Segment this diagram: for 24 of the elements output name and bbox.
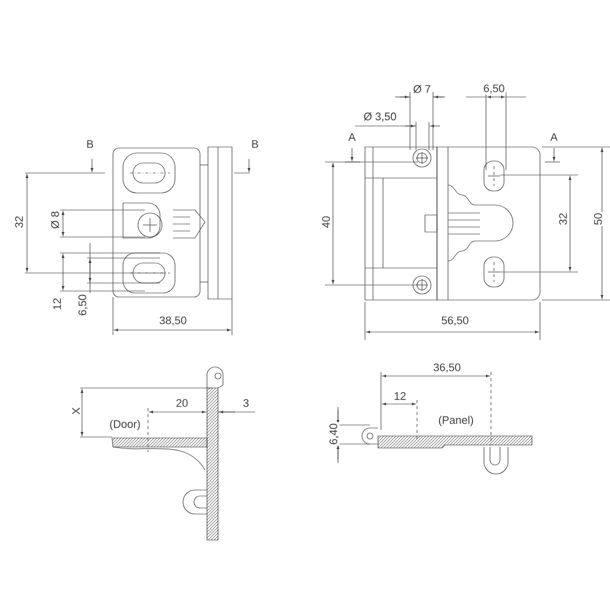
dimension-label: 32 <box>558 212 568 226</box>
dimension-label: 20 <box>174 398 190 408</box>
dimension-label: 36,50 <box>432 362 462 374</box>
dimension-label: 40 <box>321 214 331 230</box>
section-label: B <box>250 139 260 149</box>
dimension-label: Ø 3,50 <box>362 111 398 123</box>
part-label: (Panel) <box>437 414 475 428</box>
part-label: (Door) <box>108 418 142 432</box>
dimension-label: 50 <box>593 212 603 226</box>
section-label: A <box>347 132 357 142</box>
section-label: A <box>549 132 559 142</box>
dimension-label: 6,50 <box>482 83 506 95</box>
dimension-label: Ø 7 <box>412 84 432 94</box>
dimension-label: 32 <box>14 214 24 230</box>
section-label: B <box>85 139 95 149</box>
dimension-label: X <box>71 406 81 416</box>
dimension-label: 6,50 <box>77 293 89 317</box>
dimension-label: 6,40 <box>328 422 340 446</box>
dimension-label: 38,50 <box>158 315 188 327</box>
dimension-label: 12 <box>392 391 408 401</box>
dimension-label: 56,50 <box>440 315 470 327</box>
dimension-label: Ø 8 <box>50 210 60 230</box>
dimension-label: 12 <box>52 296 62 312</box>
dimension-label: 3 <box>242 398 250 408</box>
